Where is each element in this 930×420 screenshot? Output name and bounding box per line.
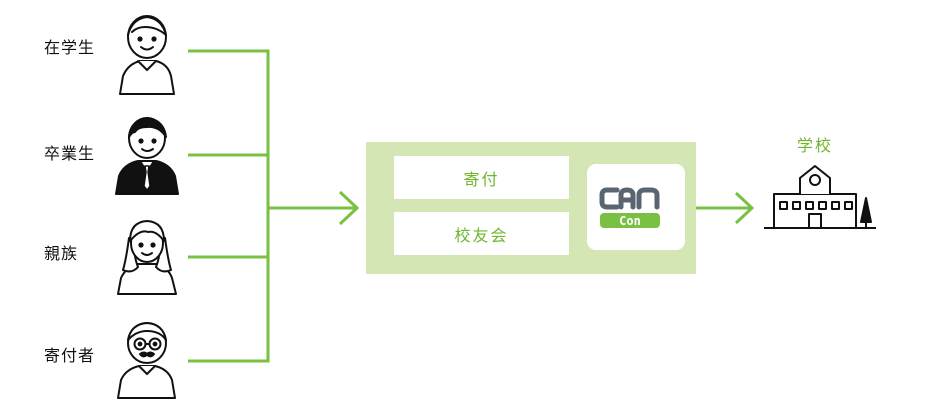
app-logo-sub-text: Con [619,214,641,228]
donation-box: 寄付 [394,156,569,199]
suited-graduate-icon [115,117,179,195]
school-building-icon [764,165,876,229]
label-graduates: 卒業生 [44,144,96,163]
arrow-to-school-icon [734,191,755,225]
canvas-app-logo-icon: Con [599,187,660,228]
alumni-association-box: 校友会 [394,212,569,255]
label-family: 親族 [44,244,79,263]
school-label: 学校 [797,136,834,155]
woman-relative-icon [117,220,177,295]
smiling-student-icon [119,15,175,95]
label-current-students: 在学生 [44,38,96,57]
label-donors: 寄付者 [44,346,96,365]
app-logo-tile: Con [587,164,685,250]
arrow-to-panel-icon [338,190,360,226]
glasses-donor-icon [117,322,176,399]
